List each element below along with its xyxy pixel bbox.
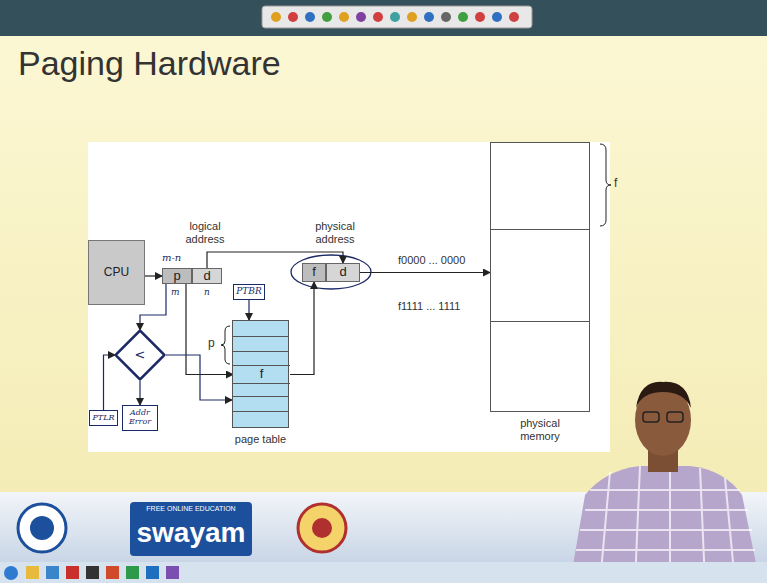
tool-icon	[458, 12, 468, 22]
toolbar-frame	[262, 6, 532, 28]
row-line	[233, 396, 288, 397]
row-line	[233, 411, 288, 412]
tool-icon	[356, 12, 366, 22]
node-caption: physical memory	[509, 417, 571, 442]
row-line	[491, 321, 589, 322]
tool-icon	[271, 12, 281, 22]
tool-icon	[305, 12, 315, 22]
tool-icon	[407, 12, 417, 22]
slide-title: Paging Hardware	[18, 44, 281, 83]
connector	[165, 355, 232, 400]
decision-diamond: <	[115, 330, 165, 380]
frame-start-address: f0000 ... 0000	[398, 254, 465, 267]
connector	[248, 300, 249, 320]
node-text: PTBR	[236, 287, 261, 297]
glasses	[667, 412, 683, 422]
taskbar-icon	[66, 566, 79, 579]
tool-icon	[492, 12, 502, 22]
tool-icon	[424, 12, 434, 22]
diamond-shape	[116, 331, 165, 380]
tool-icon	[475, 12, 485, 22]
node-text: d	[339, 265, 346, 279]
connector	[104, 355, 116, 410]
node-text: CPU	[104, 266, 129, 279]
page-table: page tablef	[232, 320, 289, 428]
top-band	[0, 0, 767, 36]
ptlr-register: PTLR	[89, 410, 118, 426]
page-table-entry: f	[233, 365, 290, 384]
physical-memory: physical memory	[490, 142, 590, 412]
start-button	[4, 566, 18, 580]
address-error-box: Addr Error	[122, 405, 158, 431]
frame-end-address: f1111 ... 1111	[398, 300, 460, 313]
taskbar-icon	[26, 566, 39, 579]
brace	[221, 326, 230, 364]
connector	[145, 275, 162, 276]
node-text: f	[260, 367, 264, 381]
node-text: PTLR	[92, 414, 114, 423]
offset-cell: d	[326, 263, 360, 282]
glasses	[643, 412, 659, 422]
node-text: f	[312, 265, 316, 279]
taskbar-icon	[86, 566, 99, 579]
ink-note: m	[171, 287, 180, 297]
tool-icon	[339, 12, 349, 22]
brace-label: f	[614, 177, 617, 191]
node-text: p	[173, 269, 180, 283]
address-label: physical address	[300, 220, 370, 245]
connector	[139, 380, 140, 405]
taskbar-icon	[166, 566, 179, 579]
frame-number-cell: f	[302, 263, 326, 282]
swayam-logo	[130, 502, 252, 556]
tool-icon	[322, 12, 332, 22]
row-line	[491, 229, 589, 230]
partner-logo	[298, 504, 346, 552]
pen-toolbar	[262, 6, 532, 28]
taskbar-icon	[126, 566, 139, 579]
logo-wordmark: swayam	[130, 517, 252, 549]
institute-logo	[30, 516, 54, 540]
tool-icon	[509, 12, 519, 22]
tool-icon	[441, 12, 451, 22]
row-line	[233, 336, 288, 337]
taskbar-icon	[106, 566, 119, 579]
partner-logo	[312, 518, 332, 538]
diagram-panel	[88, 142, 610, 452]
offset-cell: d	[192, 268, 222, 284]
node-text: Addr Error	[123, 409, 157, 427]
ink-note: m-n	[162, 252, 181, 264]
row-line	[233, 351, 288, 352]
hair	[636, 382, 691, 408]
node-text: <	[135, 348, 146, 362]
taskbar-icon	[46, 566, 59, 579]
connector	[290, 282, 314, 375]
connector	[360, 272, 490, 273]
address-label: logical address	[172, 220, 238, 245]
tool-icon	[390, 12, 400, 22]
brace	[600, 144, 611, 226]
brace-label: p	[208, 337, 215, 351]
presenter	[570, 382, 760, 583]
tool-icon	[288, 12, 298, 22]
institute-logo	[18, 504, 66, 552]
page-number-cell: p	[162, 268, 192, 284]
node-text: d	[203, 269, 210, 283]
logo-tagline: FREE ONLINE EDUCATION	[130, 505, 252, 513]
taskbar-icon	[146, 566, 159, 579]
ink-circle	[291, 255, 371, 289]
ink-note: n	[204, 287, 210, 297]
node-caption: page table	[235, 433, 286, 446]
cpu-box: CPU	[88, 240, 145, 305]
connector	[186, 284, 233, 375]
taskbar	[0, 562, 767, 583]
ptbr-register: PTBR	[233, 284, 265, 300]
tool-icon	[373, 12, 383, 22]
